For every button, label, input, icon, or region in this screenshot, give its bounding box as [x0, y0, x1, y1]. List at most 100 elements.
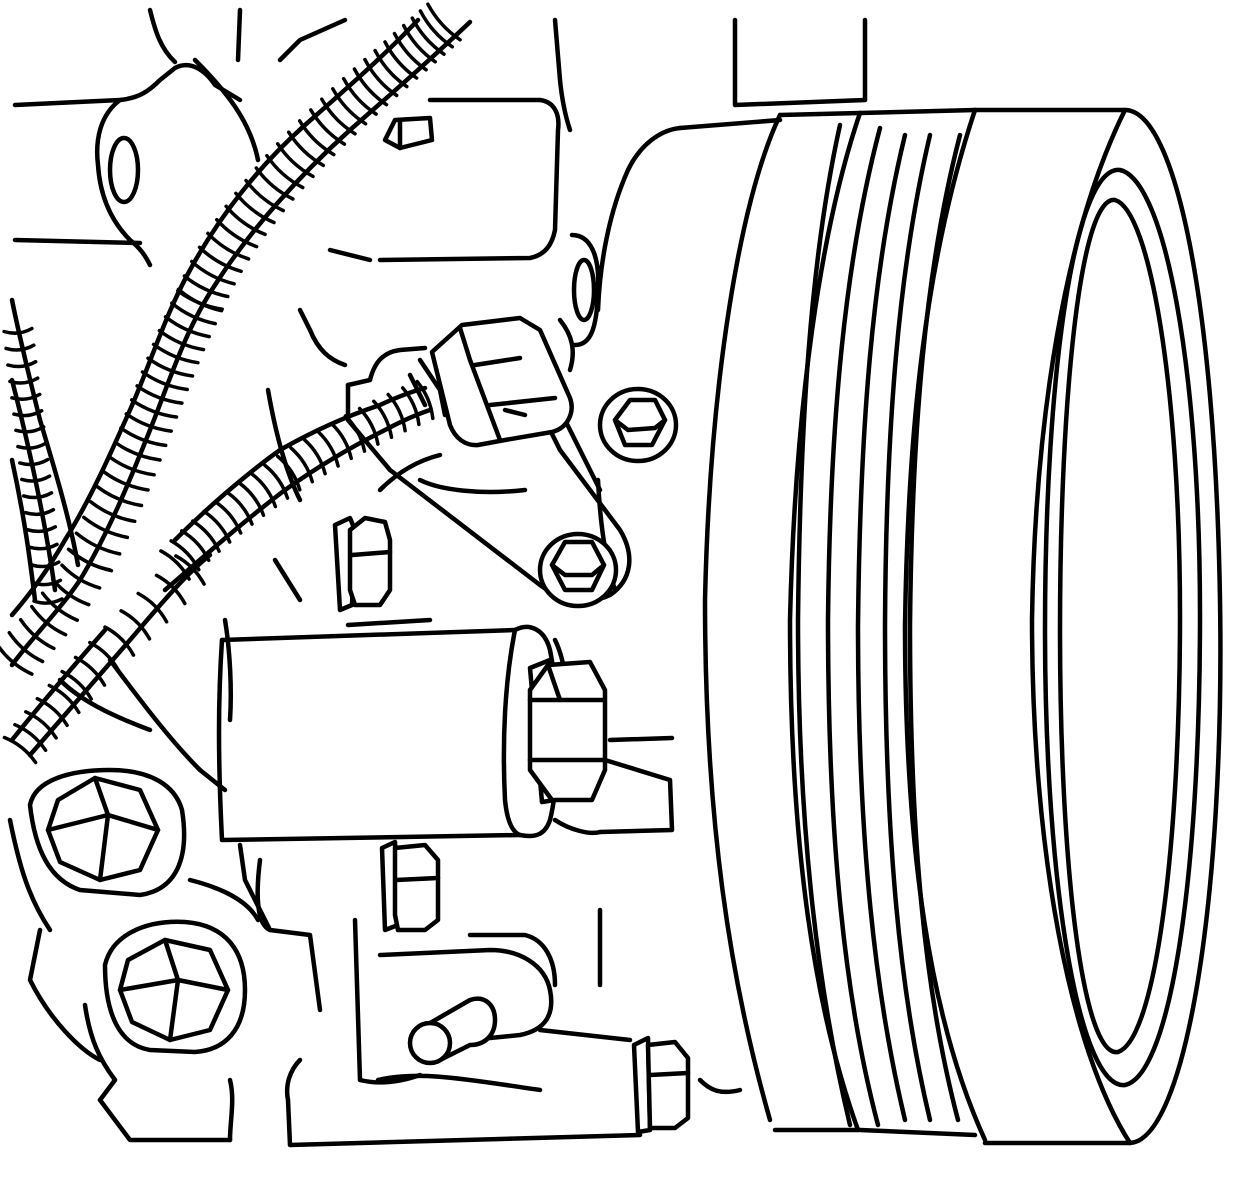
bracket-mounting-slot — [569, 232, 601, 348]
engine-block-casting — [7, 7, 573, 1143]
harness-branch — [162, 385, 433, 593]
conduit-rib — [202, 509, 232, 544]
conduit-rib — [103, 625, 136, 657]
conduit-rib — [60, 563, 102, 590]
conduit-rib — [316, 429, 340, 468]
conduit-rib — [373, 48, 409, 89]
conduit-rib — [23, 507, 56, 517]
conduit-rib — [224, 204, 267, 237]
conduit-rib — [47, 683, 81, 715]
conduit-rib — [140, 370, 189, 392]
hex-bolt — [631, 1035, 691, 1135]
conduit-rib — [88, 640, 121, 673]
conduit-rib — [410, 16, 446, 56]
conduit-rib — [4, 343, 36, 352]
conduit-rib — [12, 408, 44, 418]
hex-bolts — [27, 115, 691, 1135]
conduit-rib — [275, 454, 302, 492]
conduit-rib — [151, 342, 200, 365]
conduit-rib — [119, 426, 168, 448]
conduit-ribs — [0, 2, 462, 765]
crankshaft-pulley — [595, 17, 1223, 1146]
conduit-rib — [341, 76, 378, 116]
conduit-rib — [74, 531, 122, 556]
conduit-rib — [7, 630, 45, 664]
conduit-rib — [154, 573, 187, 606]
conduit-rib — [197, 245, 243, 274]
conduit-rib — [329, 421, 353, 461]
sensor-connector — [407, 315, 574, 448]
conduit-rib — [163, 315, 211, 339]
hex-bolt — [537, 531, 619, 609]
conduit-rib — [6, 359, 38, 369]
conduit-rib — [265, 153, 305, 190]
conduit-rib — [27, 542, 59, 551]
conduit-rib — [289, 446, 315, 484]
conduit-rib — [401, 23, 437, 64]
conduit-rib — [170, 301, 217, 326]
conduit-rib — [20, 474, 52, 483]
conduit-rib — [331, 87, 368, 126]
conduit-rib — [146, 356, 195, 378]
conduit-rib — [124, 412, 173, 433]
hex-bolt — [382, 115, 435, 151]
hex-bolt — [332, 515, 393, 613]
conduit-rib — [89, 500, 137, 524]
conduit-rib — [29, 560, 61, 569]
conduit-rib — [82, 515, 130, 540]
conduit-rib — [13, 722, 48, 753]
conduit-rib — [25, 525, 58, 534]
conduit-rib — [237, 481, 266, 518]
conduit-rib — [113, 440, 162, 462]
conduit-rib — [0, 645, 34, 676]
conduit-rib — [215, 217, 259, 249]
conduit-rib — [392, 31, 428, 72]
conduit-rib — [206, 231, 251, 261]
conduit-rib — [418, 9, 455, 49]
conduit-rib — [2, 326, 34, 335]
conduit-rib — [129, 398, 179, 419]
conduit-rib — [16, 441, 48, 450]
conduit-rib — [135, 384, 184, 405]
conduit-rib — [119, 609, 152, 641]
conduit-rib — [14, 425, 46, 434]
conduit-rib — [383, 40, 419, 80]
conduit-rib — [363, 57, 399, 98]
conduit-rib — [136, 591, 169, 624]
conduit-rib — [415, 379, 435, 421]
conduit-rib — [250, 472, 278, 509]
conduit-rib — [30, 604, 68, 637]
conduit-rib — [244, 178, 286, 213]
conduit-rib — [309, 108, 347, 146]
conduit-rib — [263, 463, 290, 500]
conduit-rib — [30, 578, 63, 587]
conduit-rib — [234, 191, 276, 225]
hex-bolt — [527, 657, 608, 805]
conduit-rib — [225, 490, 254, 526]
conduit-rib — [68, 548, 112, 572]
conduit-rib — [32, 597, 64, 605]
conduit-rib — [18, 617, 56, 651]
conduit-rib — [157, 328, 206, 352]
conduit-rib — [40, 591, 80, 622]
wiring-harness — [0, 2, 473, 765]
conduit-rib — [302, 437, 327, 476]
conduit-rib — [189, 259, 236, 286]
conduit-rib — [352, 67, 389, 107]
conduit-rib — [275, 142, 315, 179]
conduit-rib — [95, 484, 144, 508]
conduit-rib — [73, 655, 107, 687]
conduit-rib — [400, 386, 421, 427]
conduit-rib — [107, 455, 156, 477]
coolant-pipe-fitting — [237, 842, 643, 1148]
conduit-rib — [182, 274, 230, 299]
conduit-rib — [10, 392, 42, 402]
hex-bolt — [597, 386, 679, 464]
conduit-rib — [297, 119, 336, 157]
conduit-rib — [213, 500, 243, 535]
conduit-rib — [176, 287, 224, 313]
conduit-rib — [386, 392, 407, 433]
conduit-rib — [18, 457, 50, 467]
